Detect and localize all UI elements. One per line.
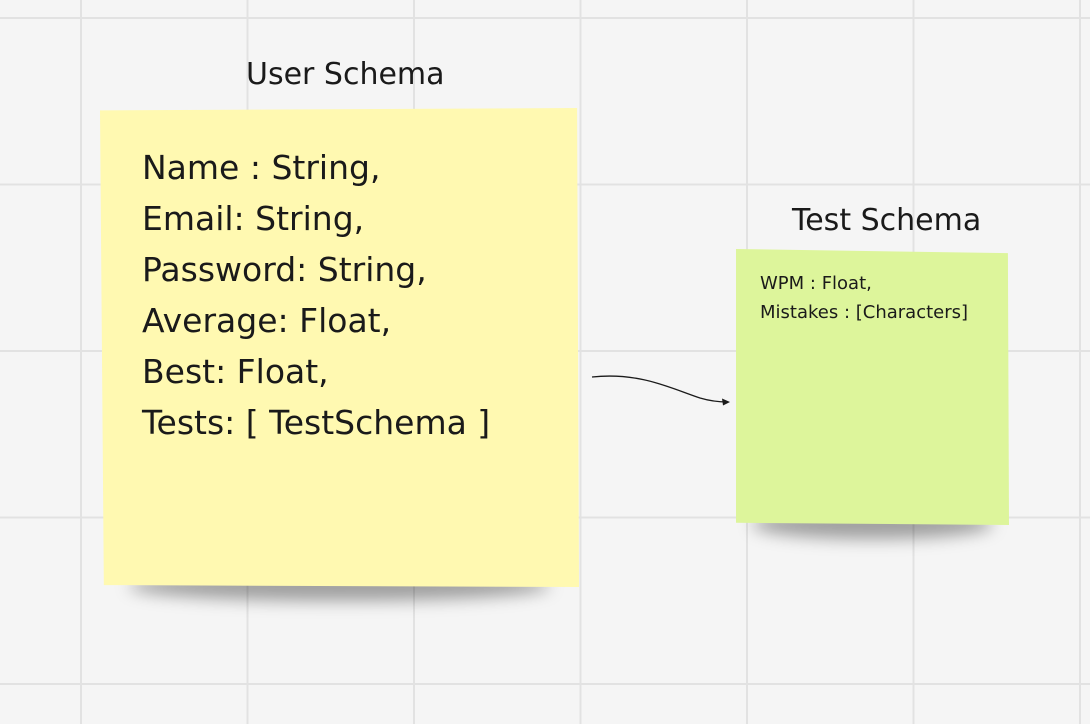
test-schema-title[interactable]: Test Schema (792, 203, 982, 238)
user-schema-sticky-note[interactable]: Name : String, Email: String, Password: … (100, 108, 579, 601)
test-schema-field-mistakes: Mistakes : [Characters] (760, 302, 969, 323)
user-schema-field-average: Average: Float, (142, 301, 392, 340)
sticky-note-paper: Name : String, Email: String, Password: … (100, 108, 579, 587)
user-schema-field-name: Name : String, (142, 148, 381, 187)
test-schema-field-wpm: WPM : Float, (760, 273, 872, 294)
user-schema-field-password: Password: String, (142, 250, 427, 289)
connector-line[interactable] (591, 375, 729, 403)
user-schema-field-tests: Tests: [ TestSchema ] (142, 403, 491, 442)
test-schema-sticky-note[interactable]: WPM : Float, Mistakes : [Characters] (736, 249, 1009, 539)
user-schema-field-best: Best: Float, (142, 352, 329, 391)
user-schema-field-email: Email: String, (142, 199, 365, 238)
arrowhead-icon (722, 398, 730, 406)
sticky-note-paper: WPM : Float, Mistakes : [Characters] (736, 249, 1009, 525)
user-schema-title[interactable]: User Schema (246, 57, 445, 92)
